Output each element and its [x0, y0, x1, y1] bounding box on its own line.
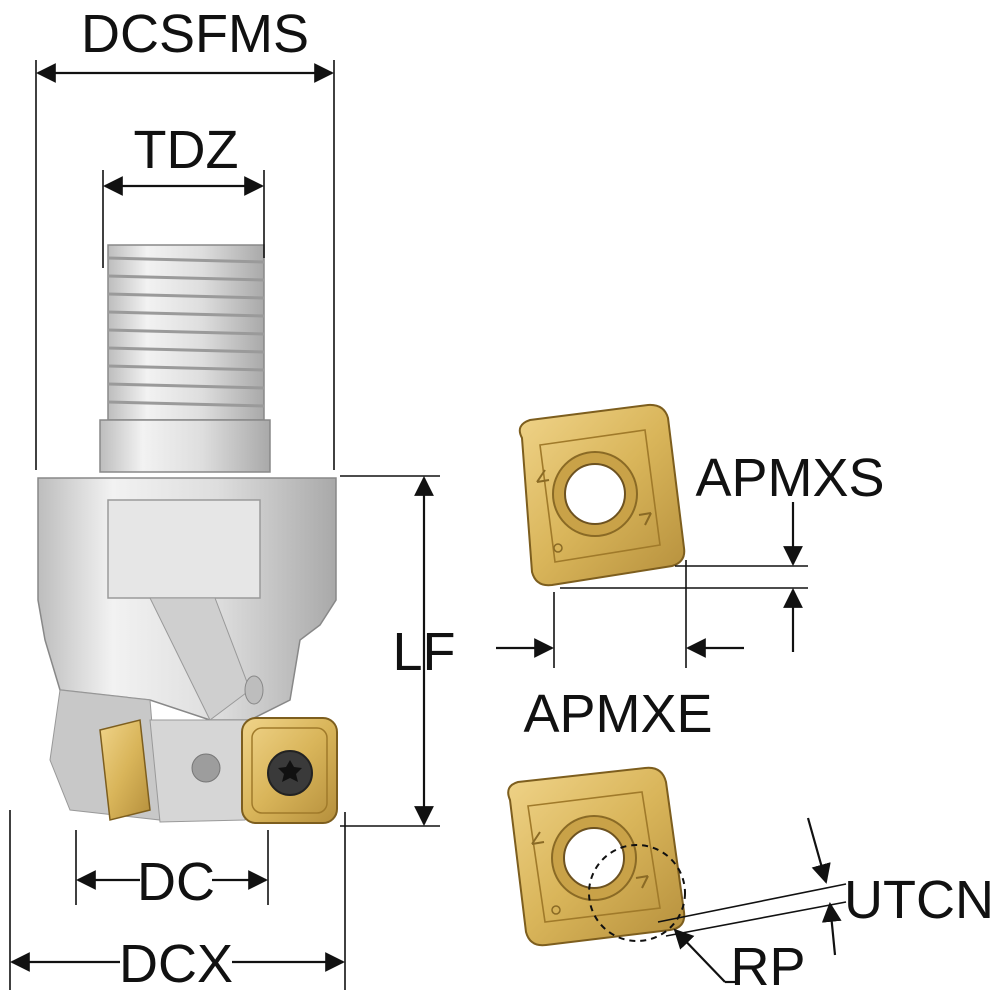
label-utcn: UTCN	[844, 870, 994, 930]
label-dc: DC	[137, 852, 215, 912]
insert-top	[518, 403, 686, 587]
label-tdz: TDZ	[134, 120, 239, 180]
label-rp: RP	[730, 937, 805, 997]
mounted-insert-left	[99, 719, 151, 821]
label-apmxs: APMXS	[695, 448, 884, 508]
label-lf: LF	[392, 622, 455, 682]
threaded-shank	[99, 244, 271, 473]
mounted-insert-front	[241, 717, 338, 824]
corner-radius-circle	[588, 844, 686, 942]
insert-bottom	[507, 766, 686, 947]
dimension-lines	[9, 60, 847, 990]
dimension-labels: DCSFMS TDZ LF APMXS APMXE DC DCX UTCN RP	[81, 4, 994, 997]
label-dcx: DCX	[119, 934, 233, 994]
label-apmxe: APMXE	[523, 684, 712, 744]
cutter-body	[37, 244, 338, 824]
label-dcsfms: DCSFMS	[81, 4, 309, 64]
